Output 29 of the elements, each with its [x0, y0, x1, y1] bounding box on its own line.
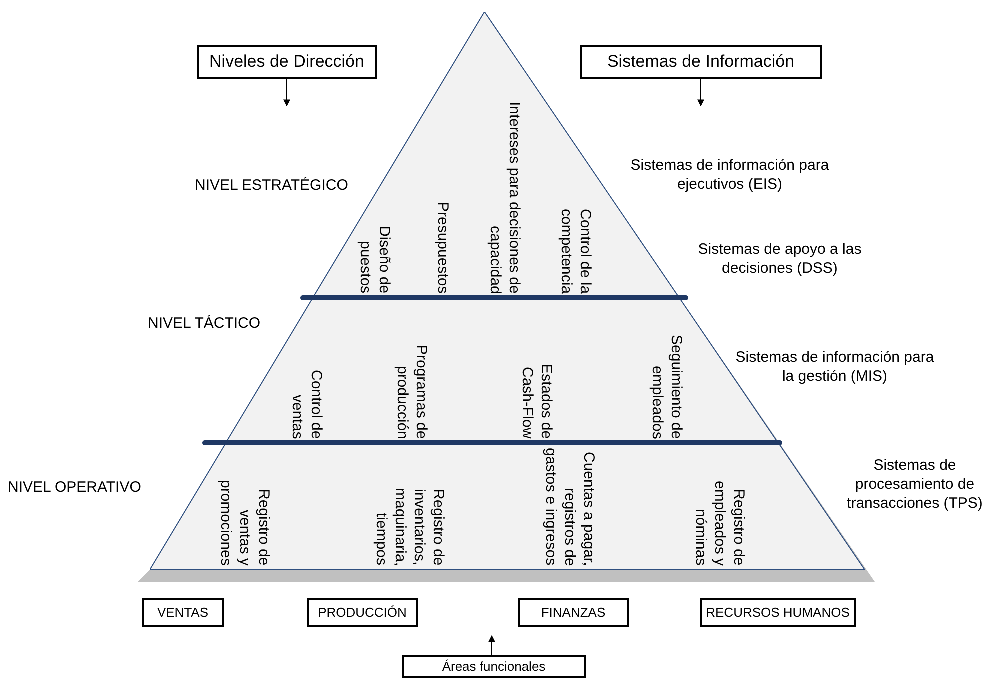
- vertical-text: Diseño de puestos: [356, 225, 394, 294]
- label-box: VENTAS: [142, 598, 224, 627]
- arrow: [698, 78, 704, 107]
- vertical-text: Programas de producción: [392, 344, 431, 439]
- level-label: NIVEL TÁCTICO: [148, 314, 261, 333]
- system-label: Sistemas de información para ejecutivos (EIS): [630, 156, 830, 194]
- label-box: Sistemas de Información: [580, 45, 822, 79]
- vertical-text: Control de la competencia: [556, 208, 595, 294]
- label-box: Niveles de Dirección: [197, 45, 377, 79]
- vertical-text: Registro de ventas y promociones: [216, 479, 274, 566]
- level-label: NIVEL OPERATIVO: [8, 478, 142, 497]
- arrow: [488, 635, 496, 656]
- vertical-text: Estados de Cash-Flow: [518, 362, 556, 439]
- vertical-text: Registro de inventarios, maquinaria, tiempos: [372, 486, 448, 566]
- vertical-text: Intereses para decisiones de capacidad: [486, 101, 524, 294]
- vertical-text: Seguimiento de empleados: [648, 334, 686, 439]
- system-label: Sistemas de información para la gestión (MIS): [735, 348, 935, 386]
- system-label: Sistemas de apoyo a las decisiones (DSS): [697, 240, 863, 278]
- vertical-text: Presupuestos: [433, 201, 452, 294]
- label-box: FINANZAS: [518, 598, 629, 627]
- label-box: RECURSOS HUMANOS: [700, 598, 856, 627]
- vertical-text: Registro de empleados y nóminas: [692, 480, 748, 566]
- vertical-text: Cuentas a pagar, registros de gastos e ingresos: [542, 448, 598, 566]
- system-label: Sistemas de procesamiento de transacciones (TPS): [846, 456, 984, 513]
- label-box: PRODUCCIÓN: [307, 598, 418, 627]
- arrow: [284, 78, 290, 107]
- level-label: NIVEL ESTRATÉGICO: [195, 176, 348, 195]
- label-box: Áreas funcionales: [402, 655, 586, 678]
- vertical-text: Control de ventas: [288, 368, 326, 439]
